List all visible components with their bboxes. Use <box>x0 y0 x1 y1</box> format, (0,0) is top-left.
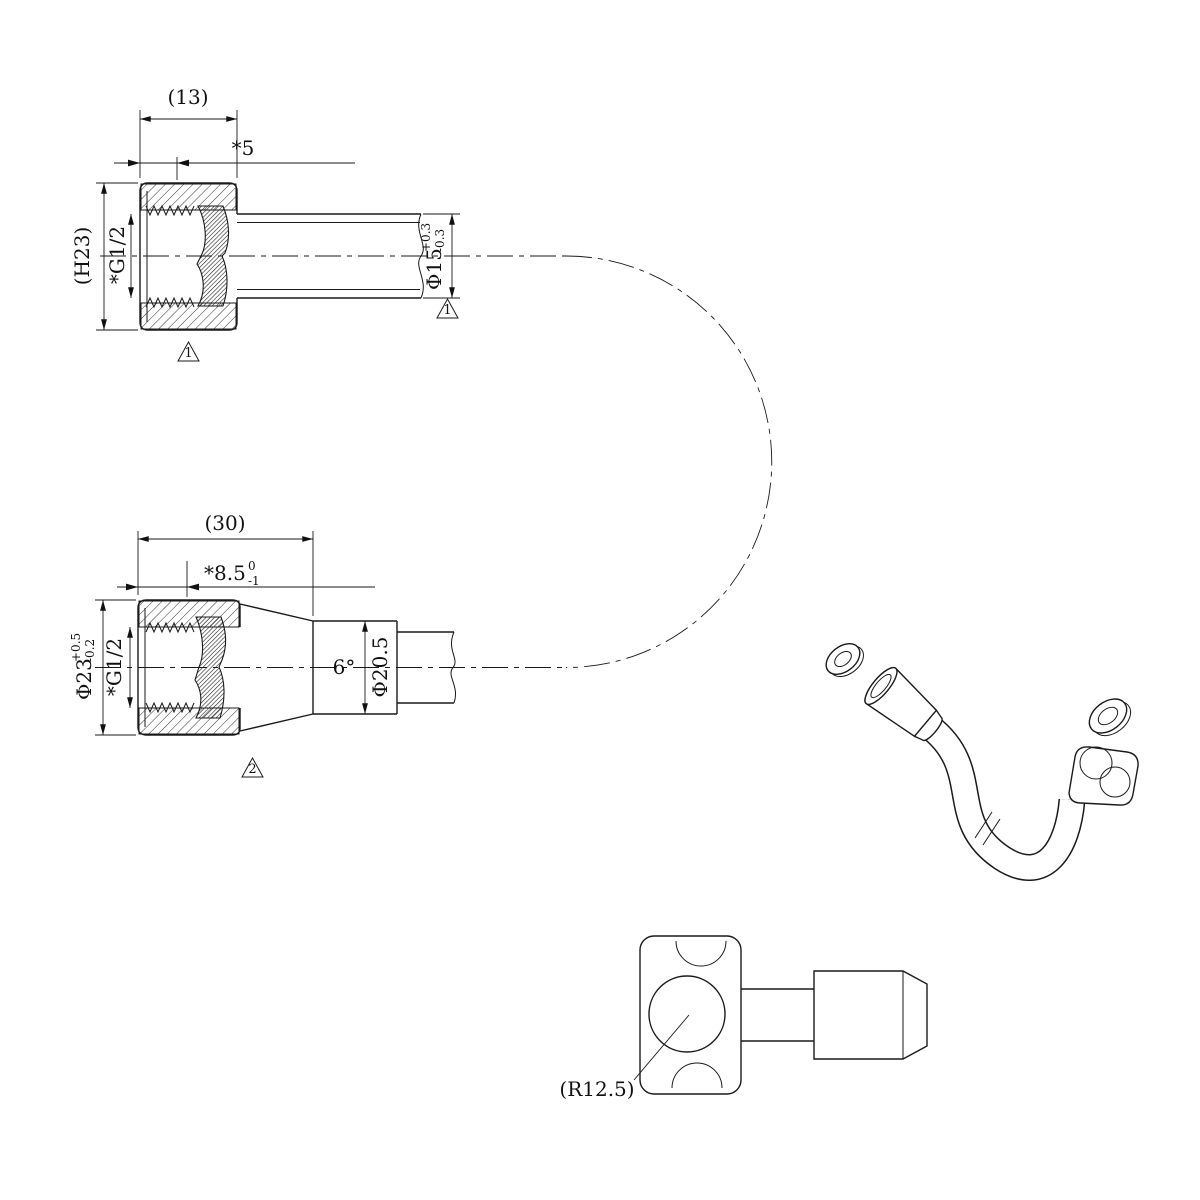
dim-thread-size: *G1/2 <box>102 627 133 708</box>
elbow-fitting-view: (R12.5) <box>559 935 928 1101</box>
dim-tube-diameter: Φ15 +0.3 -0.3 <box>419 213 460 299</box>
nut-face-circle <box>1099 766 1131 798</box>
tolerance-lower: -1 <box>248 574 260 588</box>
dim-outer-diameter-text: Φ23 +0.5 -0.2 <box>69 633 97 700</box>
gasket-washer-1 <box>825 643 864 678</box>
tube-break-line <box>418 213 424 299</box>
note-flag-triangle <box>241 756 264 778</box>
elbow-top-bore-arc <box>675 940 727 967</box>
dim-thread-size-label: *G1/2 <box>102 638 126 696</box>
gasket-washer-2 <box>1088 698 1132 737</box>
arrowhead <box>187 583 199 591</box>
washer-outer-edge <box>825 643 861 675</box>
dim-height-label: (H23) <box>70 227 94 286</box>
dim-width: (13) <box>139 85 238 178</box>
hose-centerline-arc <box>565 255 773 668</box>
nut-section-bottom-wall <box>140 302 237 330</box>
note-flag-label: 2 <box>248 762 256 777</box>
dim-length: (30) <box>137 511 314 616</box>
note-flag-triangle <box>177 340 200 362</box>
centerlines <box>95 255 773 668</box>
dim-thread-length: *5 <box>114 136 355 180</box>
tolerance-upper: +0.5 <box>69 633 83 662</box>
cone-bottom-line <box>239 713 314 732</box>
lower-fitting-section-view: (30) *8.5 0 -1 Φ23 +0.5 -0.2 *G1/2 <box>69 511 456 778</box>
tolerance-upper: +0.3 <box>419 223 433 252</box>
thread-profile-top <box>145 621 195 634</box>
nut-face-circle <box>1079 746 1113 780</box>
dim-thread-size: *G1/2 <box>105 214 134 298</box>
elbow-body <box>639 935 742 1095</box>
nut-outline <box>137 599 241 736</box>
fitting-opening-rim <box>864 666 898 706</box>
radius-leader-line <box>633 1014 690 1081</box>
conical-fitting-ferrule <box>913 709 943 742</box>
thread-profile-bottom <box>145 701 195 714</box>
dim-length-label: (30) <box>204 511 245 535</box>
dim-thread-size-label: *G1/2 <box>105 226 129 284</box>
note-flag-label: 1 <box>443 303 451 318</box>
hose-inner-fill <box>922 717 1084 880</box>
dim-cylinder-diameter-label: Φ20.5 <box>368 637 392 698</box>
dim-radius-label: (R12.5) <box>559 1077 634 1101</box>
hose-crimp-line <box>974 811 993 839</box>
rubber-seal-section <box>194 616 227 719</box>
tolerance-upper: 0 <box>248 559 256 573</box>
tube-break-line <box>450 631 456 704</box>
dim-width-label: (13) <box>167 85 208 109</box>
thread-profile-bottom <box>145 296 195 309</box>
tolerance-lower: -0.3 <box>433 229 447 252</box>
washer-hole <box>1097 706 1119 726</box>
dim-thread-length: *8.5 0 -1 <box>117 559 375 597</box>
tolerance-lower: -0.2 <box>83 639 97 662</box>
elbow-side-bore-circle <box>648 975 726 1053</box>
elbow-outlet-cylinder <box>813 970 928 1060</box>
dim-tube-diameter-label: Φ15 <box>422 248 446 290</box>
dim-outer-diameter: Φ23 +0.5 -0.2 <box>69 599 136 736</box>
nut-outline <box>139 182 238 331</box>
arrowhead <box>177 159 189 167</box>
fitting-bore <box>870 673 892 699</box>
rubber-seal-section <box>196 205 230 307</box>
dim-taper-angle-label: 6° <box>333 655 356 679</box>
thread-profile-top <box>145 204 195 217</box>
dim-outer-diameter-label: Φ23 <box>72 658 96 700</box>
elbow-bottom-bore-arc <box>671 1062 723 1089</box>
washer-outer-edge <box>1088 698 1128 734</box>
dim-tube-diameter-text: Φ15 +0.3 -0.3 <box>419 223 447 290</box>
upper-fitting-section-view: (13) *5 (H23) *G1/2 Φ15 <box>70 85 460 362</box>
note-flag-nut: 1 <box>177 340 200 362</box>
nut-section-bottom-wall <box>138 707 240 735</box>
dim-thread-length-label: *5 <box>232 136 255 160</box>
cone-top-line <box>239 603 314 622</box>
note-flag-label: 1 <box>184 346 192 361</box>
dim-thread-length-label: *8.5 <box>204 561 246 585</box>
dim-cylinder-diameter: Φ20.5 <box>362 621 392 714</box>
note-flag-tube: 1 <box>436 297 459 319</box>
nut-section-top-wall <box>138 600 240 628</box>
arrowhead <box>128 159 140 167</box>
hose-assembly-view <box>825 643 1139 881</box>
nut-silhouette <box>1068 746 1139 806</box>
dim-height: (H23) <box>70 182 138 331</box>
note-flag-nut: 2 <box>241 756 264 778</box>
hex-nut-fitting <box>1068 746 1139 806</box>
conical-fitting <box>864 666 943 742</box>
washer-hole <box>834 650 852 668</box>
note-flag-triangle <box>436 297 459 319</box>
hose-crimp-line <box>982 818 1001 846</box>
arrowhead <box>126 583 138 591</box>
